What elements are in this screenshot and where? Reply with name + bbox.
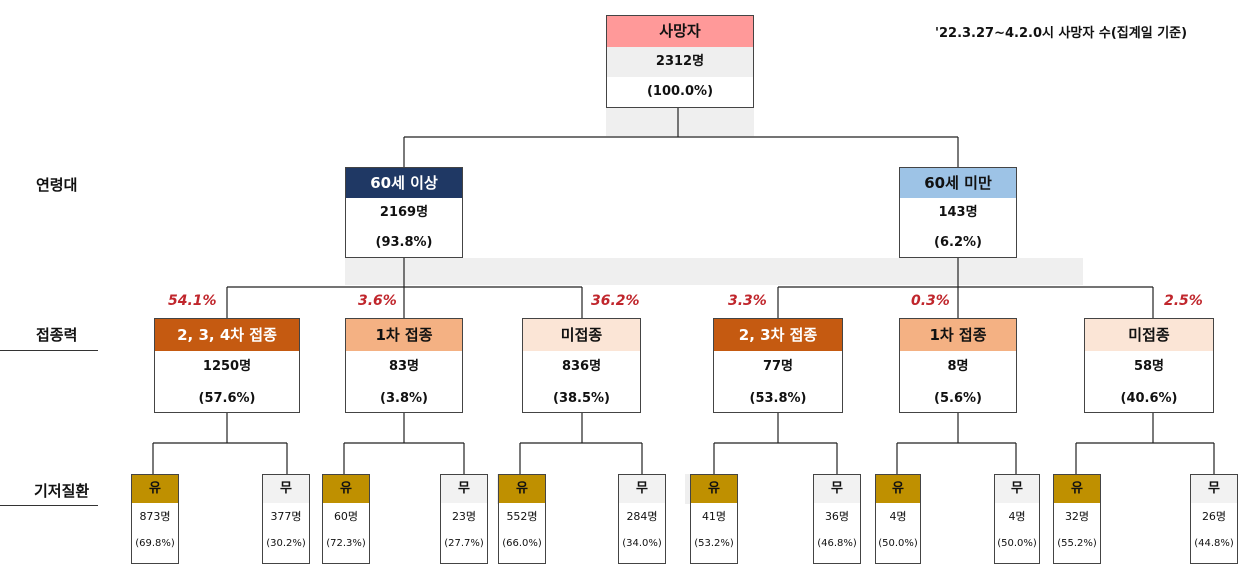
disease-node-4-no-title: 무 <box>814 475 860 503</box>
vacc-node-1-title: 2, 3, 4차 접종 <box>155 319 299 351</box>
root-node-count: 2312명 <box>607 47 753 77</box>
vacc-node-5-pct: (5.6%) <box>934 391 982 406</box>
vacc-node-2-pct: (3.8%) <box>380 391 428 406</box>
vacc-rate-4: 3.3% <box>728 293 767 309</box>
disease-node-4-yes-count: 41명 <box>701 510 727 523</box>
disease-node-4-no-count: 36명 <box>824 510 850 523</box>
disease-node-4-yes-title: 유 <box>691 475 737 503</box>
disease-node-2-no-count: 23명 <box>451 510 477 523</box>
disease-node-6-no: 무 26명 (44.8%) <box>1190 474 1238 564</box>
vacc-rate-5: 0.3% <box>911 293 950 309</box>
vacc-node-2-count: 83명 <box>388 359 420 374</box>
disease-node-2-yes-title: 유 <box>323 475 369 503</box>
disease-node-3-yes-pct: (66.0%) <box>502 538 542 549</box>
age-shade-band <box>345 258 1083 285</box>
disease-node-3-yes-count: 552명 <box>506 510 538 523</box>
disease-node-1-yes-title: 유 <box>132 475 178 503</box>
disease-node-5-no: 무 4명 (50.0%) <box>994 474 1040 564</box>
vacc-rate-6: 2.5% <box>1164 293 1203 309</box>
root-shade-band <box>606 108 754 136</box>
age-node-under60: 60세 미만 143명 (6.2%) <box>899 167 1017 258</box>
disease-node-1-no: 무 377명 (30.2%) <box>262 474 310 564</box>
period-caption: '22.3.27~4.2.0시 사망자 수(집계일 기준) <box>935 26 1188 41</box>
vacc-node-4-title: 2, 3차 접종 <box>714 319 842 351</box>
age-node-over60-count: 2169명 <box>379 205 429 220</box>
disease-node-1-no-pct: (30.2%) <box>266 538 306 549</box>
disease-node-6-yes: 유 32명 (55.2%) <box>1053 474 1101 564</box>
disease-node-2-no: 무 23명 (27.7%) <box>440 474 488 564</box>
disease-node-3-no-pct: (34.0%) <box>622 538 662 549</box>
disease-node-6-yes-count: 32명 <box>1064 510 1090 523</box>
disease-node-6-yes-title: 유 <box>1054 475 1100 503</box>
disease-node-4-no-pct: (46.8%) <box>817 538 857 549</box>
age-node-over60: 60세 이상 2169명 (93.8%) <box>345 167 463 258</box>
disease-node-5-yes-count: 4명 <box>889 510 907 523</box>
disease-node-5-yes-title: 유 <box>876 475 920 503</box>
vacc-node-2: 1차 접종 83명 (3.8%) <box>345 318 463 413</box>
vacc-node-6: 미접종 58명 (40.6%) <box>1084 318 1214 413</box>
disease-node-6-no-title: 무 <box>1191 475 1237 503</box>
vacc-rate-1: 54.1% <box>168 293 217 309</box>
row-label-disease: 기저질환 <box>34 482 90 500</box>
disease-node-3-no: 무 284명 (34.0%) <box>618 474 666 564</box>
age-node-under60-pct: (6.2%) <box>934 235 982 250</box>
disease-node-1-no-title: 무 <box>263 475 309 503</box>
vacc-node-4-count: 77명 <box>762 359 794 374</box>
disease-node-1-yes-pct: (69.8%) <box>135 538 175 549</box>
disease-node-5-no-count: 4명 <box>1008 510 1026 523</box>
disease-node-3-yes: 유 552명 (66.0%) <box>498 474 546 564</box>
vacc-rate-3: 36.2% <box>591 293 640 309</box>
age-node-over60-pct: (93.8%) <box>375 235 433 250</box>
root-node-pct: (100.0%) <box>646 84 714 99</box>
vacc-node-1-count: 1250명 <box>202 359 252 374</box>
vacc-node-1: 2, 3, 4차 접종 1250명 (57.6%) <box>154 318 300 413</box>
vacc-node-4: 2, 3차 접종 77명 (53.8%) <box>713 318 843 413</box>
disease-node-6-no-count: 26명 <box>1201 510 1227 523</box>
age-node-under60-count: 143명 <box>938 205 978 220</box>
disease-node-1-no-count: 377명 <box>270 510 302 523</box>
disease-node-2-no-title: 무 <box>441 475 487 503</box>
vacc-node-3-title: 미접종 <box>523 319 640 351</box>
disease-node-2-yes: 유 60명 (72.3%) <box>322 474 370 564</box>
disease-node-4-yes: 유 41명 (53.2%) <box>690 474 738 564</box>
vacc-node-6-count: 58명 <box>1133 359 1165 374</box>
disease-node-4-no: 무 36명 (46.8%) <box>813 474 861 564</box>
disease-node-6-yes-pct: (55.2%) <box>1057 538 1097 549</box>
disease-node-2-yes-pct: (72.3%) <box>326 538 366 549</box>
age-node-under60-title: 60세 미만 <box>900 168 1016 198</box>
disease-node-1-yes-count: 873명 <box>139 510 171 523</box>
disease-node-3-no-count: 284명 <box>626 510 658 523</box>
disease-node-5-yes-pct: (50.0%) <box>878 538 918 549</box>
disease-node-1-yes: 유 873명 (69.8%) <box>131 474 179 564</box>
age-node-over60-title: 60세 이상 <box>346 168 462 198</box>
disease-node-3-no-title: 무 <box>619 475 665 503</box>
disease-node-3-yes-title: 유 <box>499 475 545 503</box>
disease-node-5-yes: 유 4명 (50.0%) <box>875 474 921 564</box>
disease-node-6-no-pct: (44.8%) <box>1194 538 1234 549</box>
root-node: 사망자 2312명 (100.0%) <box>606 15 754 108</box>
vacc-node-6-title: 미접종 <box>1085 319 1213 351</box>
vacc-node-5-count: 8명 <box>947 359 969 374</box>
vacc-node-5-title: 1차 접종 <box>900 319 1016 351</box>
root-node-title: 사망자 <box>607 16 753 47</box>
row-label-disease-underline <box>0 505 98 506</box>
row-label-vaccination: 접종력 <box>36 326 78 344</box>
vacc-node-3-pct: (38.5%) <box>553 391 610 406</box>
disease-node-5-no-pct: (50.0%) <box>997 538 1037 549</box>
vacc-node-2-title: 1차 접종 <box>346 319 462 351</box>
disease-node-5-no-title: 무 <box>995 475 1039 503</box>
vacc-node-6-pct: (40.6%) <box>1120 391 1178 406</box>
row-label-vaccination-underline <box>0 350 98 351</box>
vacc-node-4-pct: (53.8%) <box>749 391 807 406</box>
row-label-age: 연령대 <box>36 176 78 194</box>
vacc-node-3: 미접종 836명 (38.5%) <box>522 318 641 413</box>
vacc-node-5: 1차 접종 8명 (5.6%) <box>899 318 1017 413</box>
disease-node-2-no-pct: (27.7%) <box>444 538 484 549</box>
vacc-rate-2: 3.6% <box>358 293 397 309</box>
disease-node-2-yes-count: 60명 <box>333 510 359 523</box>
vacc-node-3-count: 836명 <box>561 359 602 374</box>
vacc-node-1-pct: (57.6%) <box>198 391 256 406</box>
disease-node-4-yes-pct: (53.2%) <box>694 538 734 549</box>
